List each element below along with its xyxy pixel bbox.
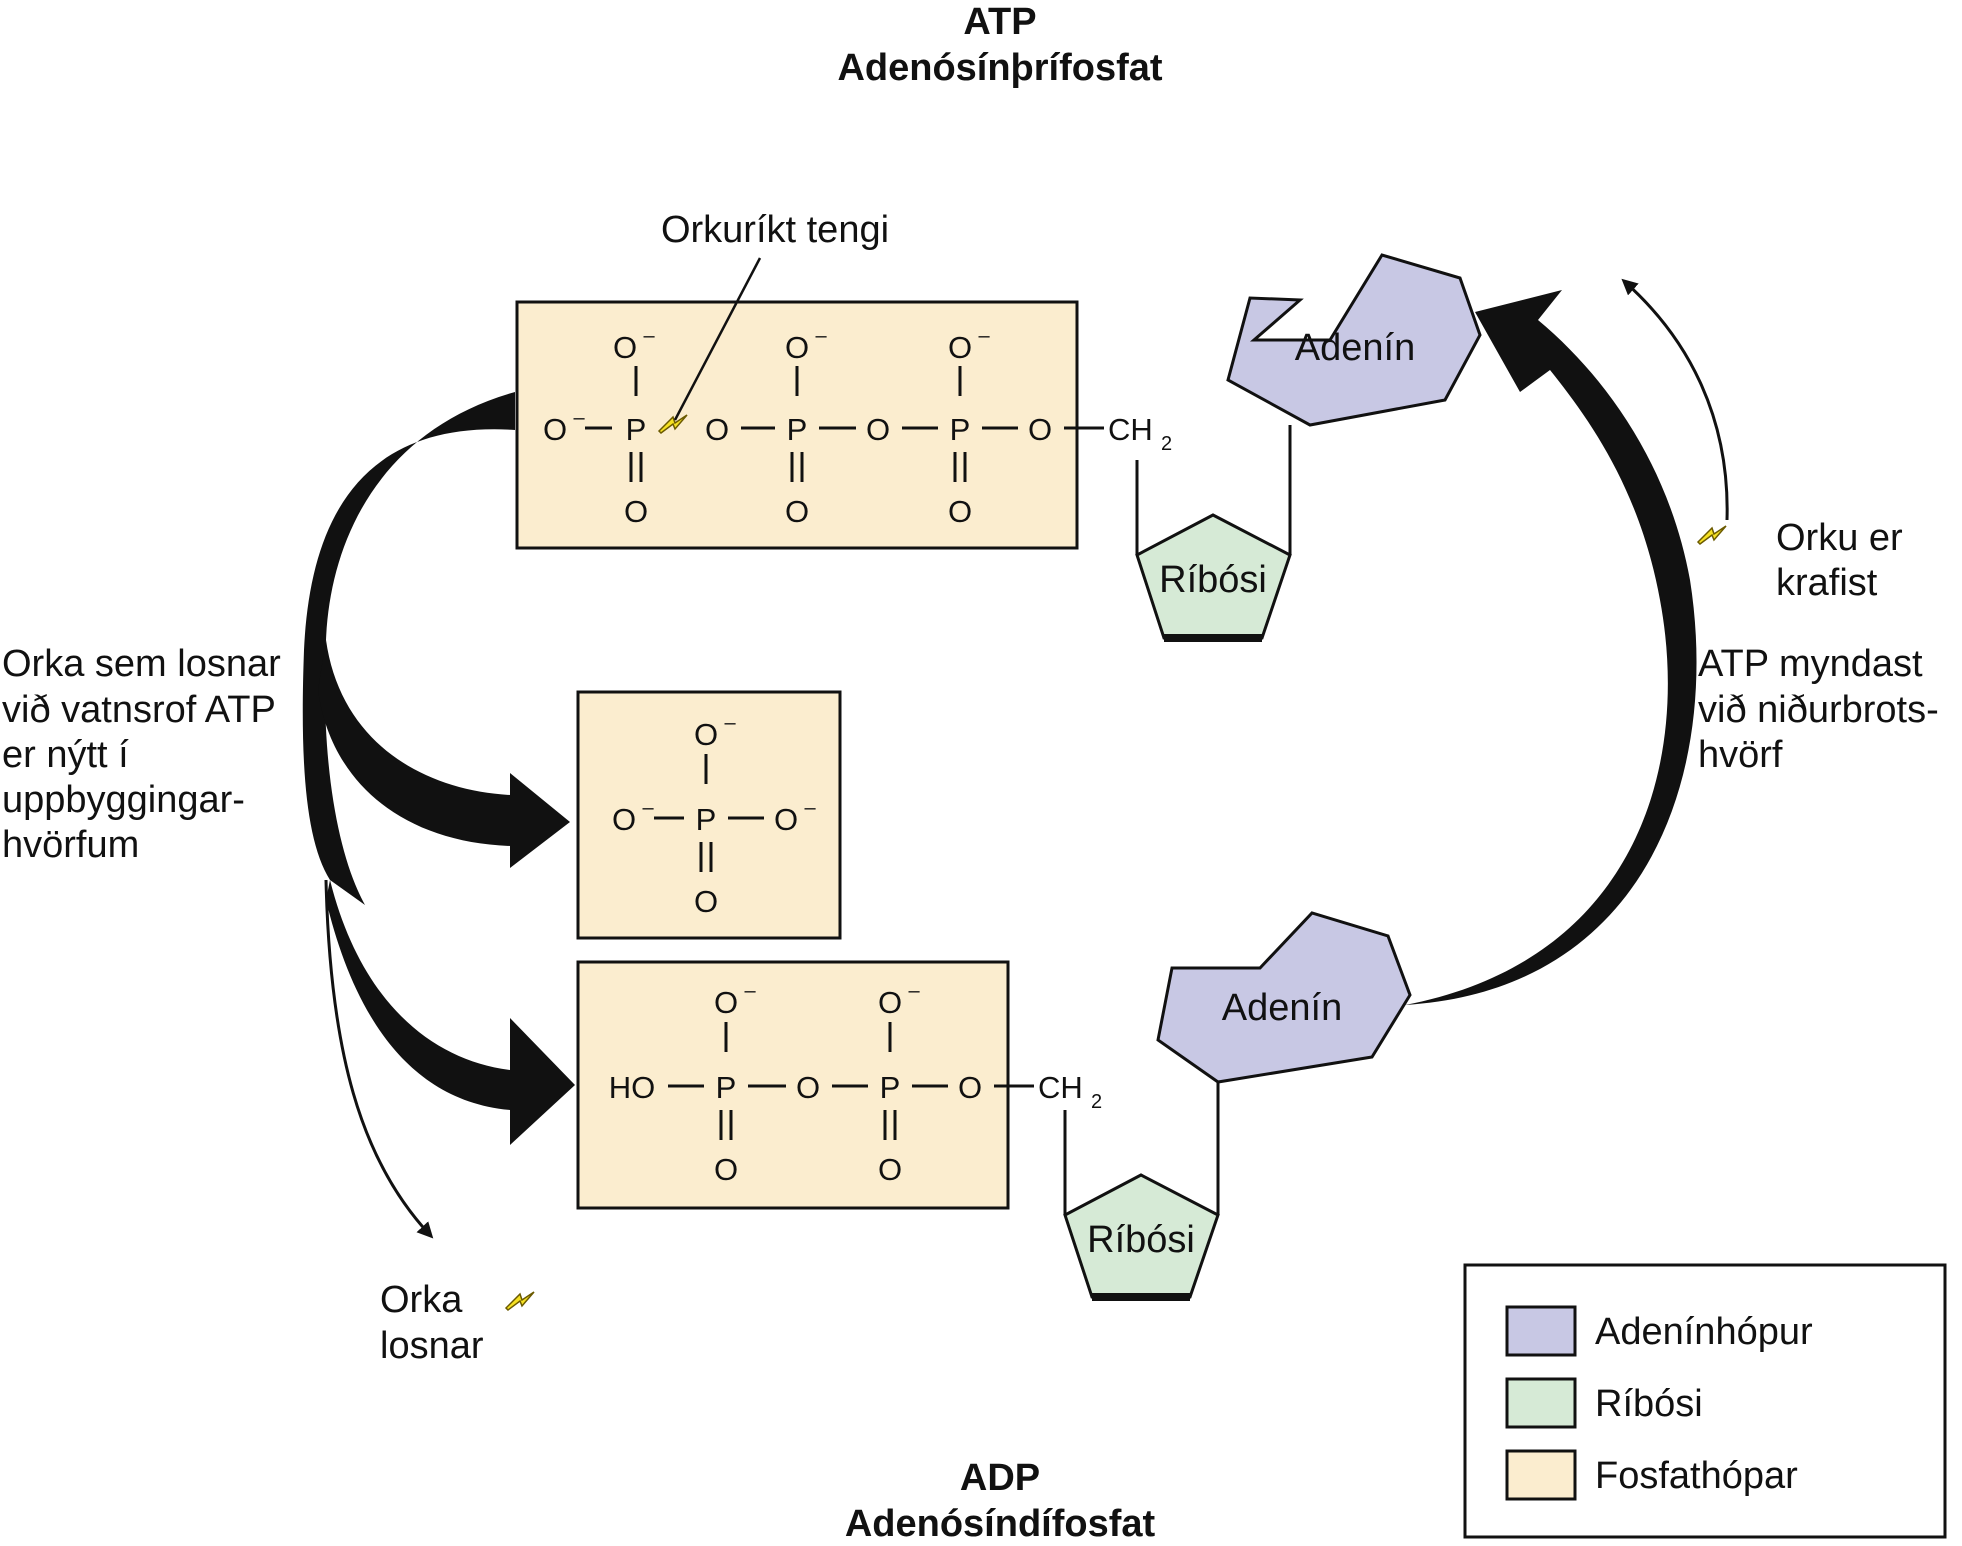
hydrolysis-line-1: Orka sem losnar	[2, 643, 281, 685]
free-phosphate: O – O – P O – O	[612, 712, 817, 919]
atp-o-top-1: O	[613, 330, 637, 365]
adp-charge-2: –	[908, 980, 920, 1002]
energy-released-arrow	[324, 879, 434, 1239]
hydrolysis-line-4: uppbyggingar-	[2, 779, 245, 821]
arrow-to-adp	[326, 880, 575, 1145]
catabolism-line-2: við niðurbrots-	[1698, 689, 1939, 731]
adp-p-2: P	[880, 1070, 901, 1105]
pi-charge-left: –	[642, 797, 654, 819]
atp-phosphate-box	[515, 300, 1079, 550]
legend-swatch-adenine	[1505, 1305, 1577, 1357]
legend-label-adenine: Adenínhópur	[1595, 1311, 1813, 1353]
energy-required-line-1: Orku er	[1776, 517, 1903, 559]
adp-title: ADP	[960, 1457, 1040, 1499]
high-energy-bond-pointer	[673, 257, 762, 421]
energy-required-arrow	[1621, 278, 1729, 521]
energy-required-label: Orku er krafist	[1697, 517, 1903, 604]
energy-required-lightning-icon	[1697, 525, 1727, 545]
synthesis-arrow	[1405, 290, 1697, 1005]
atp-subtitle: Adenósínþrífosfat	[837, 47, 1162, 89]
charge-4: –	[573, 407, 585, 429]
adp-o-top-2: O	[878, 985, 902, 1020]
atp-adenine-label: Adenín	[1295, 327, 1415, 369]
pi-charge-right: –	[804, 797, 816, 819]
energy-released-line-2: losnar	[380, 1325, 484, 1367]
adp-ho: HO	[609, 1070, 656, 1105]
high-energy-bond-label: Orkuríkt tengi	[661, 209, 889, 251]
legend-swatch-ribose	[1505, 1377, 1577, 1429]
adp-phosphate-chain: O – O – HO P O P O CH 2 O O	[609, 980, 1102, 1187]
atp-o-left: O	[543, 412, 567, 447]
atp-o-bridge-3: O	[1028, 412, 1052, 447]
arrow-to-phosphate	[318, 640, 570, 868]
atp-o-bottom-1: O	[624, 494, 648, 529]
energy-released-lightning-icon	[505, 1291, 535, 1311]
atp-o-top-2: O	[785, 330, 809, 365]
energy-released-line-1: Orka	[380, 1279, 463, 1321]
free-phosphate-box	[576, 690, 842, 940]
atp-p-3: P	[950, 412, 971, 447]
atp-o-bridge-2: O	[866, 412, 890, 447]
atp-o-bridge-1: O	[705, 412, 729, 447]
charge-1: –	[643, 325, 655, 347]
catabolism-line-3: hvörf	[1698, 734, 1783, 776]
pi-o-top: O	[694, 717, 718, 752]
atp-ch2-subscript: 2	[1161, 433, 1172, 455]
atp-title: ATP	[963, 1, 1036, 43]
atp-p-1: P	[626, 412, 647, 447]
energy-released-label: Orka losnar	[380, 1279, 535, 1367]
atp-adenine-hexagon	[1226, 253, 1482, 427]
adp-ch2: CH	[1038, 1070, 1083, 1105]
catabolism-label: ATP myndast við niðurbrots- hvörf	[1698, 643, 1939, 776]
legend-label-phosphate: Fosfathópar	[1595, 1455, 1798, 1497]
adp-o-bridge-1: O	[796, 1070, 820, 1105]
adp-adenine-hexagon	[1156, 911, 1412, 1084]
charge-3: –	[978, 325, 990, 347]
pi-o-bottom: O	[694, 884, 718, 919]
pi-p: P	[696, 802, 717, 837]
adp-o-top-1: O	[714, 985, 738, 1020]
adp-subtitle: Adenósíndífosfat	[845, 1503, 1156, 1541]
hydrolysis-line-2: við vatnsrof ATP	[2, 689, 276, 731]
atp-o-top-3: O	[948, 330, 972, 365]
legend-label-ribose: Ríbósi	[1595, 1383, 1703, 1425]
adp-ch2-subscript: 2	[1091, 1091, 1102, 1113]
catabolism-line-1: ATP myndast	[1698, 643, 1923, 685]
pi-o-left: O	[612, 802, 636, 837]
atp-o-bottom-2: O	[785, 494, 809, 529]
atp-p-2: P	[787, 412, 808, 447]
legend-swatch-phosphate	[1505, 1449, 1577, 1501]
pi-o-right: O	[774, 802, 798, 837]
atp-ribose-label: Ríbósi	[1159, 559, 1267, 601]
atp-phosphate-chain: O – O – O – O – P O P O P O CH 2 O O O	[543, 325, 1172, 529]
hydrolysis-label: Orka sem losnar við vatnsrof ATP er nýtt…	[2, 643, 281, 866]
atp-ch2: CH	[1108, 412, 1153, 447]
adp-charge-1: –	[744, 980, 756, 1002]
pi-charge-top: –	[724, 712, 736, 734]
adp-o-bottom-2: O	[878, 1152, 902, 1187]
adp-o-bottom-1: O	[714, 1152, 738, 1187]
charge-2: –	[815, 325, 827, 347]
hydrolysis-line-3: er nýtt í	[2, 734, 129, 776]
adp-o-bridge-2: O	[958, 1070, 982, 1105]
adp-ribose-label: Ríbósi	[1087, 1219, 1195, 1261]
legend: Adenínhópur Ríbósi Fosfathópar	[1463, 1263, 1947, 1539]
atp-o-bottom-3: O	[948, 494, 972, 529]
adp-p-1: P	[716, 1070, 737, 1105]
energy-required-line-2: krafist	[1776, 562, 1878, 604]
hydrolysis-arrow-main	[302, 392, 515, 905]
hydrolysis-line-5: hvörfum	[2, 824, 139, 866]
adp-adenine-label: Adenín	[1222, 987, 1342, 1029]
